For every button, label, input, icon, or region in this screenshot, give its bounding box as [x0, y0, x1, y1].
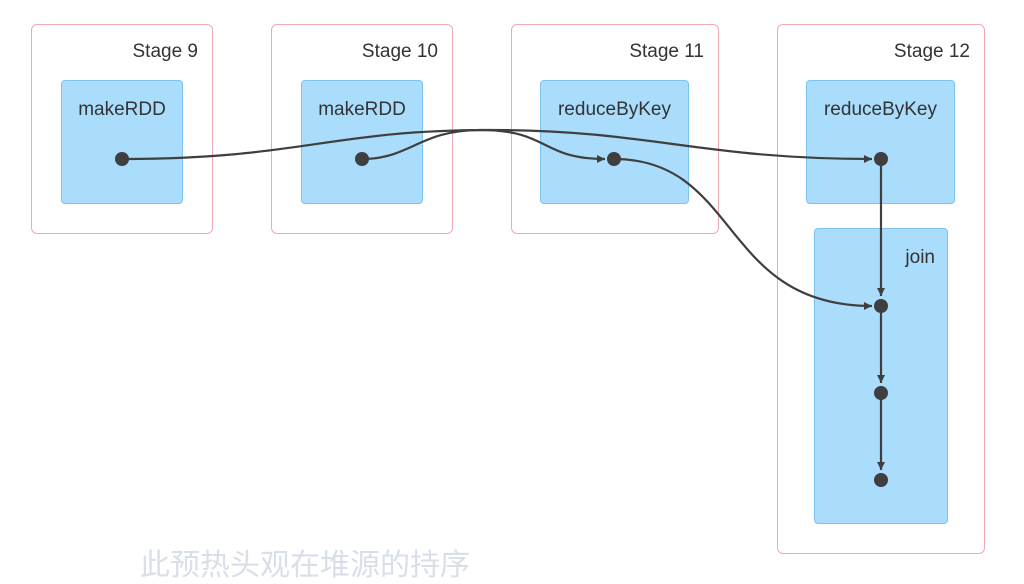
op-label: reduceByKey — [823, 99, 937, 120]
node-stage11-reducebykey[interactable] — [607, 152, 621, 166]
node-stage10-makerdd[interactable] — [355, 152, 369, 166]
op-reducebykey-stage-11[interactable]: reduceByKey — [540, 80, 689, 204]
op-makerdd-stage-10[interactable]: makeRDD — [301, 80, 423, 204]
node-join-3[interactable] — [874, 473, 888, 487]
stage-11-title: Stage 11 — [629, 41, 704, 62]
node-join-2[interactable] — [874, 386, 888, 400]
op-makerdd-stage-9[interactable]: makeRDD — [61, 80, 183, 204]
edge-stage10-to-stage11-reducebykey — [361, 128, 606, 163]
edge-stage9-to-stage12-reducebykey — [121, 128, 873, 163]
op-label: join — [905, 247, 935, 268]
node-stage12-reducebykey[interactable] — [874, 152, 888, 166]
node-join-1[interactable] — [874, 299, 888, 313]
stage-12-title: Stage 12 — [893, 41, 970, 62]
op-label: reduceByKey — [557, 99, 671, 120]
dag-edges — [115, 128, 888, 487]
node-stage9-makerdd[interactable] — [115, 152, 129, 166]
stage-9-title: Stage 9 — [132, 41, 199, 62]
stage-10-title: Stage 10 — [361, 41, 438, 62]
watermark-caption: 此预热头观在堆源的持序 — [140, 549, 470, 582]
op-label: makeRDD — [78, 99, 166, 120]
op-label: makeRDD — [318, 99, 406, 120]
edge-stage11-to-join — [613, 157, 873, 310]
